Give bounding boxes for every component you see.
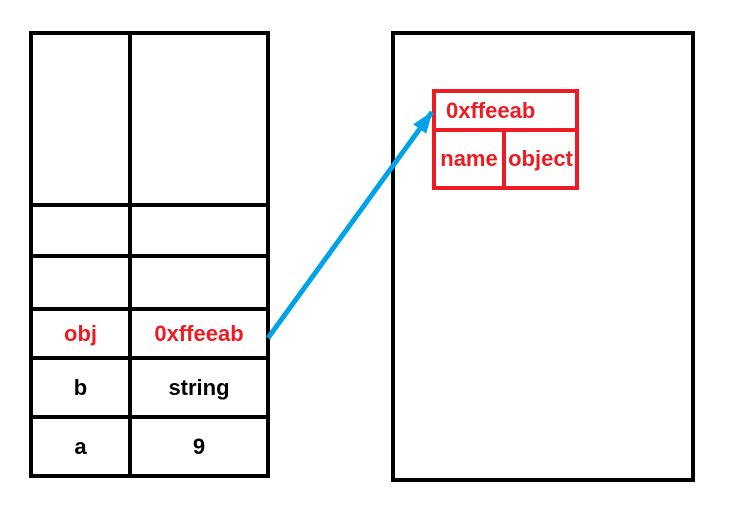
stack-cell-value-0 [132, 35, 266, 203]
stack-cell-label-2 [33, 258, 128, 307]
stack-cell-value-b: string [132, 360, 266, 415]
stack-cell-value-1 [132, 207, 266, 254]
stack-cell-label-b: b [33, 360, 128, 415]
heap-object-table: 0xffeeab name object [432, 89, 579, 190]
stack-cell-value-2 [132, 258, 266, 307]
stack-cell-label-0 [33, 35, 128, 203]
heap-object-cell-object: object [506, 132, 575, 186]
stack-cell-label-a: a [33, 419, 128, 474]
stack-cell-value-obj-pointer: 0xffeeab [132, 311, 266, 356]
stack-table: obj 0xffeeab b string a 9 [29, 31, 270, 478]
heap-object-address: 0xffeeab [436, 93, 575, 128]
heap-object-cell-name: name [436, 132, 502, 186]
stack-cell-label-1 [33, 207, 128, 254]
stack-cell-label-obj: obj [33, 311, 128, 356]
stack-cell-value-a: 9 [132, 419, 266, 474]
